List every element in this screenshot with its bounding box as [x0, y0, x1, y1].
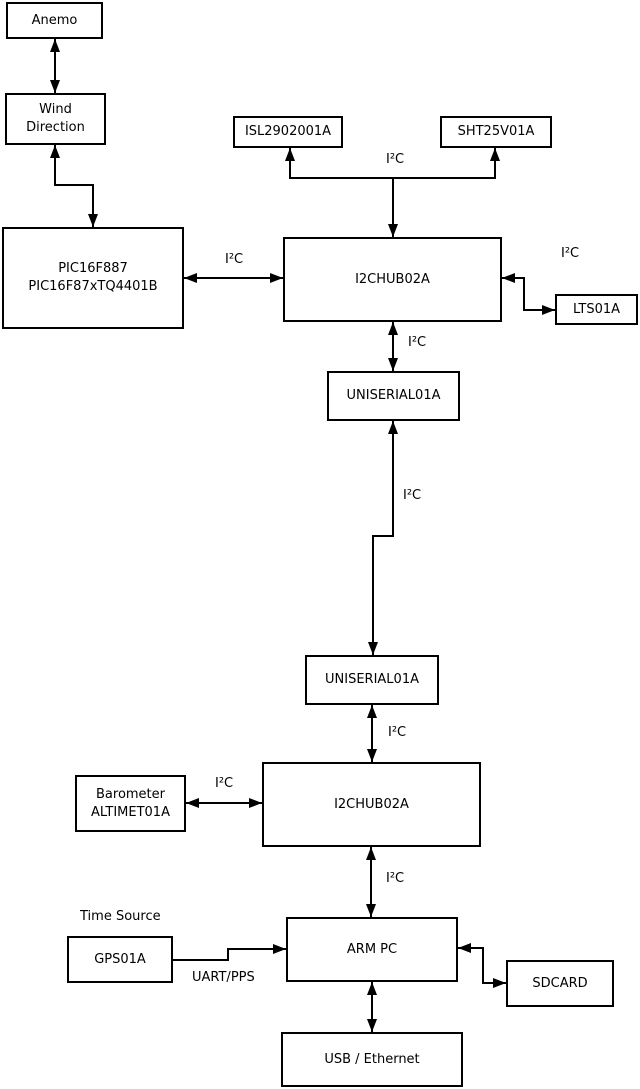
line-segment [92, 184, 94, 227]
node-uniserial-top-label: UNISERIAL01A [346, 388, 441, 404]
arrowhead-right [273, 944, 286, 954]
node-barometer-label-line1: Barometer [96, 786, 165, 802]
node-uniserial-bottom: UNISERIAL01A [305, 655, 439, 705]
line-segment [494, 148, 496, 178]
arrowhead-right [249, 798, 262, 808]
line-segment [392, 322, 394, 371]
line-segment [289, 148, 291, 178]
node-arm-pc-label: ARM PC [346, 941, 398, 957]
node-sdcard: SDCARD [506, 960, 614, 1007]
node-barometer: Barometer ALTIMET01A [75, 775, 186, 832]
line-segment [54, 39, 56, 93]
line-segment [482, 947, 484, 984]
arrowhead-down [368, 642, 378, 655]
node-sht25v01a: SHT25V01A [440, 116, 552, 148]
arrowhead-down [366, 904, 376, 917]
arrowhead-right [270, 273, 283, 283]
edge-label-time-source: Time Source [80, 909, 161, 924]
edge-label-uniserial-link-i2c: I²C [403, 488, 422, 503]
node-lts01a-label: LTS01A [572, 301, 621, 317]
node-isl2902001a: ISL2902001A [233, 116, 343, 148]
node-uniserial-bottom-label: UNISERIAL01A [325, 672, 419, 688]
node-sdcard-label: SDCARD [532, 975, 588, 991]
node-usb-ethernet: USB / Ethernet [281, 1032, 463, 1087]
node-usb-ethernet-label: USB / Ethernet [324, 1051, 420, 1067]
edge-label-bus-top-i2c: I²C [386, 152, 405, 167]
line-segment [392, 421, 394, 537]
arrowhead-up [285, 148, 295, 161]
node-anemo: Anemo [6, 2, 103, 39]
edge-label-uart-pps: UART/PPS [192, 970, 255, 985]
line-segment [392, 177, 394, 237]
node-wind-direction-label-line2: Direction [26, 120, 85, 135]
node-i2chub-top: I2CHUB02A [283, 237, 502, 322]
line-segment [173, 959, 229, 961]
arrowhead-down [367, 749, 377, 762]
node-gps01a: GPS01A [67, 936, 173, 983]
line-segment [502, 277, 525, 279]
line-segment [371, 982, 373, 1032]
line-segment [372, 535, 374, 655]
node-pic-label-line1: PIC16F887 [58, 261, 128, 277]
arrowhead-down [88, 214, 98, 227]
node-gps01a-label: GPS01A [94, 951, 146, 967]
arrowhead-left [186, 798, 199, 808]
edge-label-hub-lts-i2c: I²C [561, 246, 580, 261]
arrowhead-up [388, 322, 398, 335]
edge-label-pic-hub-i2c: I²C [225, 252, 244, 267]
node-wind-direction: Wind Direction [5, 93, 106, 145]
node-lts01a: LTS01A [555, 294, 638, 325]
line-segment [54, 184, 94, 186]
node-barometer-label-line2: ALTIMET01A [91, 804, 170, 820]
node-anemo-label: Anemo [31, 12, 78, 28]
line-segment [370, 847, 372, 917]
arrowhead-left [184, 273, 197, 283]
arrowhead-down [388, 224, 398, 237]
line-segment [372, 535, 394, 537]
node-uniserial-top: UNISERIAL01A [327, 371, 460, 421]
line-segment [371, 705, 373, 762]
edge-label-hub-uniserial-i2c: I²C [408, 335, 427, 350]
node-i2chub-bottom: I2CHUB02A [262, 762, 481, 847]
node-sht25v01a-label: SHT25V01A [457, 124, 535, 140]
line-segment [227, 948, 286, 950]
line-segment [523, 277, 525, 310]
arrowhead-up [388, 421, 398, 434]
line-segment [227, 948, 229, 961]
node-pic-label-line2: PIC16F87xTQ4401B [28, 279, 158, 294]
arrowhead-right [542, 305, 555, 315]
node-wind-direction-label-line1: Wind [39, 102, 72, 118]
line-segment [186, 802, 262, 804]
arrowhead-up [367, 982, 377, 995]
edge-label-barometer-hub2-i2c: I²C [215, 776, 234, 791]
arrowhead-up [50, 39, 60, 52]
arrowhead-up [366, 847, 376, 860]
line-segment [523, 309, 555, 311]
arrowhead-down [388, 358, 398, 371]
arrowhead-down [367, 1019, 377, 1032]
edge-label-hub2-armpc-i2c: I²C [386, 871, 405, 886]
arrowhead-up [490, 148, 500, 161]
line-segment [458, 947, 484, 949]
edge-label-uniserial-hub2-i2c: I²C [388, 725, 407, 740]
arrowhead-right [493, 978, 506, 988]
node-i2chub-top-label: I2CHUB02A [355, 271, 430, 287]
arrowhead-up [367, 705, 377, 718]
node-i2chub-bottom-label: I2CHUB02A [334, 796, 409, 812]
arrowhead-down [50, 80, 60, 93]
arrowhead-up [50, 145, 60, 158]
line-segment [54, 145, 56, 186]
node-pic: PIC16F887 PIC16F87xTQ4401B [2, 227, 184, 329]
node-arm-pc: ARM PC [286, 917, 458, 982]
line-segment [184, 277, 283, 279]
node-isl2902001a-label: ISL2902001A [244, 124, 332, 140]
